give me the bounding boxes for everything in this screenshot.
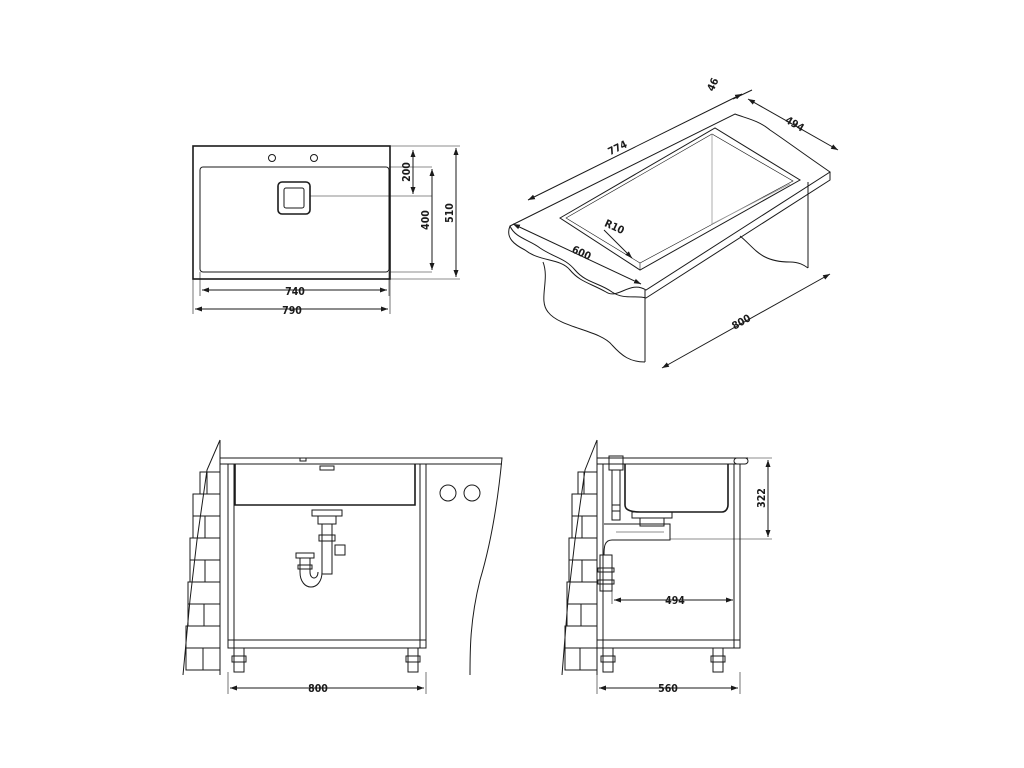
dim-790: 790 [282,305,302,317]
tap-hole-right [310,154,318,162]
tap-hole-left [268,154,276,162]
dim-494-side: 494 [665,595,685,607]
dim-494-iso: 494 [783,114,806,134]
dim-322: 322 [756,488,768,508]
dim-800-front: 800 [308,683,328,695]
sink-outline [192,145,391,280]
dim-200: 200 [401,162,413,182]
dim-400: 400 [420,210,432,230]
dim-800-iso: 800 [730,312,753,332]
dim-46: 46 [705,76,722,93]
dim-740: 740 [285,286,305,298]
dim-560: 560 [658,683,678,695]
dim-510: 510 [444,203,456,223]
side-view: 322 494 560 [561,439,772,695]
top-view: 200 400 510 740 790 [192,145,460,317]
isometric-view: 46 494 774 R10 600 800 [508,76,839,369]
drain-inner [283,187,305,209]
drain-outer [277,181,311,215]
front-view: 800 [182,439,503,695]
dim-r10: R10 [602,218,626,238]
bowl-outline [199,166,390,273]
